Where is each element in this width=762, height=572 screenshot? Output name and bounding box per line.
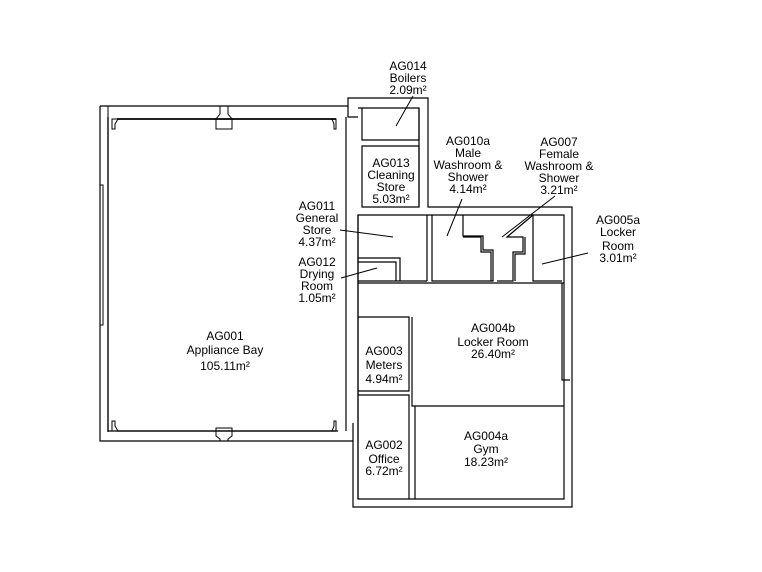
room-code: AG007 <box>540 135 578 149</box>
door-posts <box>111 106 337 441</box>
room-label-ag002: AG002 Office 6.72m² <box>359 439 409 477</box>
room-label-ag013: AG013 Cleaning Store 5.03m² <box>360 157 422 205</box>
room-name: Shower <box>447 170 489 184</box>
room-area: 5.03m² <box>372 192 410 206</box>
room-area: 105.11m² <box>200 359 250 373</box>
room-code: AG001 <box>206 329 244 343</box>
room-name: Cleaning <box>367 168 415 182</box>
room-name: Locker Room <box>457 335 529 349</box>
appliance-bay-walls <box>99 105 354 442</box>
room-code: AG012 <box>298 255 336 269</box>
room-code: AG003 <box>365 344 403 358</box>
room-label-ag005a: AG005a Locker Room 3.01m² <box>590 214 646 264</box>
room-label-ag001: AG001 Appliance Bay 105.11m² <box>170 330 280 372</box>
room-code: AG013 <box>372 156 410 170</box>
room-code: AG004b <box>470 321 516 335</box>
room-label-ag004b: AG004b Locker Room 26.40m² <box>440 322 546 360</box>
room-code: AG004a <box>463 429 509 443</box>
room-name: Locker <box>599 225 637 239</box>
room-name: Washroom & <box>433 158 503 172</box>
room-area: 4.14m² <box>449 182 487 196</box>
room-name: Store <box>302 223 332 237</box>
room-label-ag007: AG007 Female Washroom & Shower 3.21m² <box>518 136 600 196</box>
room-label-ag011: AG011 General Store 4.37m² <box>286 200 348 248</box>
room-name: Female <box>538 147 579 161</box>
room-name: Shower <box>538 171 580 185</box>
room-label-ag010a: AG010a Male Washroom & Shower 4.14m² <box>428 135 508 195</box>
room-name: Drying <box>299 267 335 281</box>
room-code: AG010a <box>445 134 491 148</box>
room-area: 4.94m² <box>365 372 403 386</box>
room-label-ag004a: AG004a Gym 18.23m² <box>446 430 526 468</box>
room-name: Room <box>300 279 333 293</box>
room-name: Male <box>454 146 481 160</box>
room-name: Office <box>368 452 400 466</box>
room-name: Store <box>376 180 406 194</box>
room-code: AG014 <box>389 59 427 73</box>
room-area: 26.40m² <box>470 347 516 361</box>
room-area: 6.72m² <box>365 464 403 478</box>
room-label-ag012: AG012 Drying Room 1.05m² <box>288 256 346 304</box>
room-code: AG002 <box>365 438 403 452</box>
room-area: 3.01m² <box>599 251 637 265</box>
room-area: 18.23m² <box>463 455 509 469</box>
room-code: AG005a <box>595 213 641 227</box>
room-name: Meters <box>365 358 403 372</box>
room-name: General <box>295 211 339 225</box>
label-leaders <box>339 95 589 279</box>
room-name: Room <box>601 239 634 253</box>
room-name: Washroom & <box>524 159 594 173</box>
room-area: 4.37m² <box>298 235 336 249</box>
room-label-ag003: AG003 Meters 4.94m² <box>359 345 409 385</box>
room-area: 2.09m² <box>389 83 427 97</box>
room-name: Boilers <box>389 71 427 85</box>
ancillary-block-walls <box>338 97 573 508</box>
interior-partitions <box>358 214 570 499</box>
room-name: Gym <box>473 442 499 456</box>
room-area: 1.05m² <box>298 291 336 305</box>
room-name: Appliance Bay <box>186 343 264 357</box>
room-area: 3.21m² <box>540 183 578 197</box>
room-label-ag014: AG014 Boilers 2.09m² <box>380 60 436 96</box>
room-code: AG011 <box>298 199 336 213</box>
